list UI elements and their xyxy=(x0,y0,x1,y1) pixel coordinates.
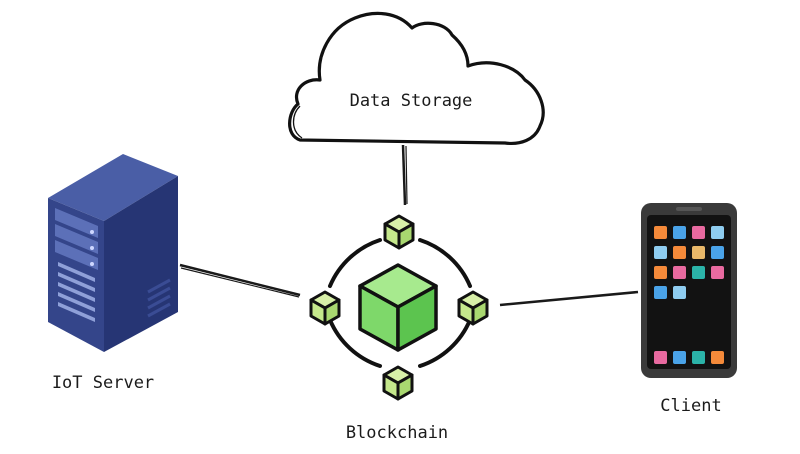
dock-tile xyxy=(692,351,705,364)
app-grid xyxy=(654,226,724,299)
app-tile xyxy=(692,226,705,239)
cloud-icon xyxy=(288,11,545,146)
app-tile xyxy=(654,246,667,259)
cloud-label: Data Storage xyxy=(350,91,473,111)
app-tile xyxy=(673,226,686,239)
app-tile xyxy=(654,286,667,299)
server-to-blockchain-line-sketch xyxy=(180,267,300,298)
server-to-blockchain-line xyxy=(179,263,301,297)
app-tile xyxy=(711,226,724,239)
app-tile xyxy=(654,266,667,279)
smartphone-icon xyxy=(641,203,737,378)
app-tile xyxy=(673,246,686,259)
dock-tile xyxy=(711,351,724,364)
dock-tile xyxy=(654,351,667,364)
server-label: IoT Server xyxy=(52,373,154,393)
cloud-to-blockchain-line xyxy=(401,144,407,206)
server-rack-icon xyxy=(48,154,178,352)
app-tile xyxy=(654,226,667,239)
app-tile xyxy=(692,266,705,279)
blockchain-cubes-icon xyxy=(309,214,489,401)
app-tile xyxy=(673,286,686,299)
app-tile xyxy=(673,266,686,279)
app-tile xyxy=(692,246,705,259)
connectors xyxy=(179,144,639,307)
dock-tile xyxy=(673,351,686,364)
cloud-to-blockchain-line-sketch xyxy=(405,145,408,205)
blockchain-to-client-line xyxy=(499,290,639,307)
app-dock xyxy=(654,351,724,364)
app-tile xyxy=(711,246,724,259)
client-label: Client xyxy=(660,396,721,416)
app-tile xyxy=(711,266,724,279)
blockchain-label: Blockchain xyxy=(346,423,448,443)
